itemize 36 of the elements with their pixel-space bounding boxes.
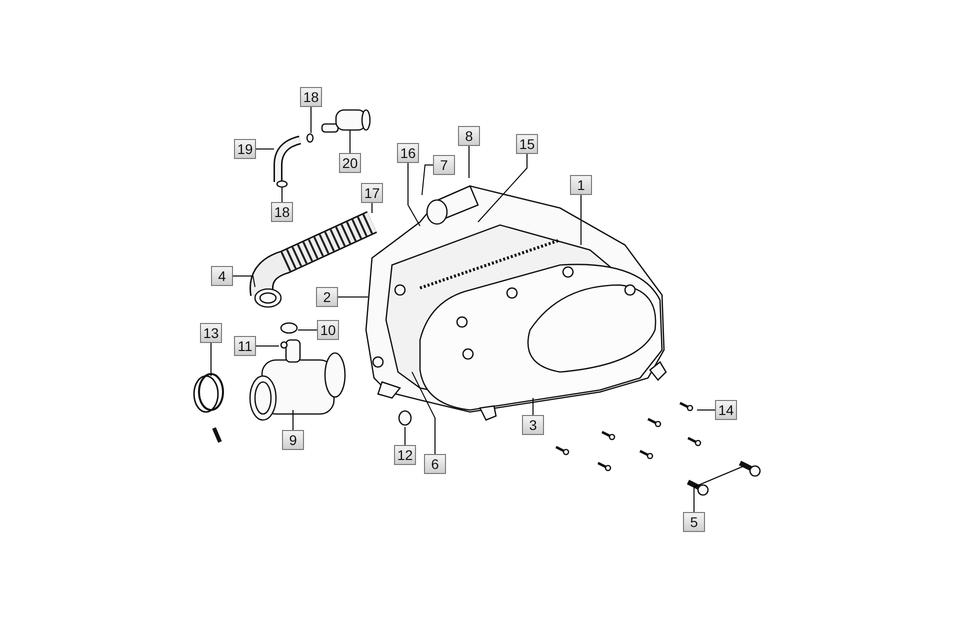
callout-number: 12: [394, 445, 416, 465]
callout-number: 7: [433, 155, 455, 175]
callout-number: 15: [516, 134, 538, 154]
leader-line: [256, 148, 274, 150]
callout-number: 16: [397, 143, 419, 163]
leader-line: [468, 146, 470, 178]
leader-line: [532, 398, 534, 416]
callout-number: 11: [234, 336, 256, 356]
leader-line: [412, 372, 436, 454]
callout-number: 17: [361, 183, 383, 203]
leader-line: [408, 162, 420, 226]
callout-number: 9: [282, 430, 304, 450]
callout-number: 19: [234, 139, 256, 159]
callout-number: 20: [339, 153, 361, 173]
leader-line: [292, 410, 294, 430]
callout-number: 8: [458, 126, 480, 146]
callout-number: 18: [300, 87, 322, 107]
leader-line: [580, 194, 582, 246]
leader-line: [404, 426, 406, 446]
callout-number: 3: [522, 415, 544, 435]
callout-number: 10: [317, 320, 339, 340]
callout-number: 4: [211, 266, 233, 286]
callout-number: 14: [715, 400, 737, 420]
callout-number: 5: [683, 512, 705, 532]
leader-line: [232, 276, 256, 288]
callout-number: 18: [271, 202, 293, 222]
leader-line: [338, 296, 368, 298]
callout-number: 2: [316, 287, 338, 307]
leader-line: [422, 164, 434, 196]
leader-line: [478, 154, 528, 222]
leader-line: [210, 342, 212, 376]
callout-number: 13: [200, 323, 222, 343]
callout-number: 1: [570, 175, 592, 195]
callout-number: 6: [424, 454, 446, 474]
leader-line: [310, 106, 312, 134]
leader-line: [694, 466, 744, 512]
